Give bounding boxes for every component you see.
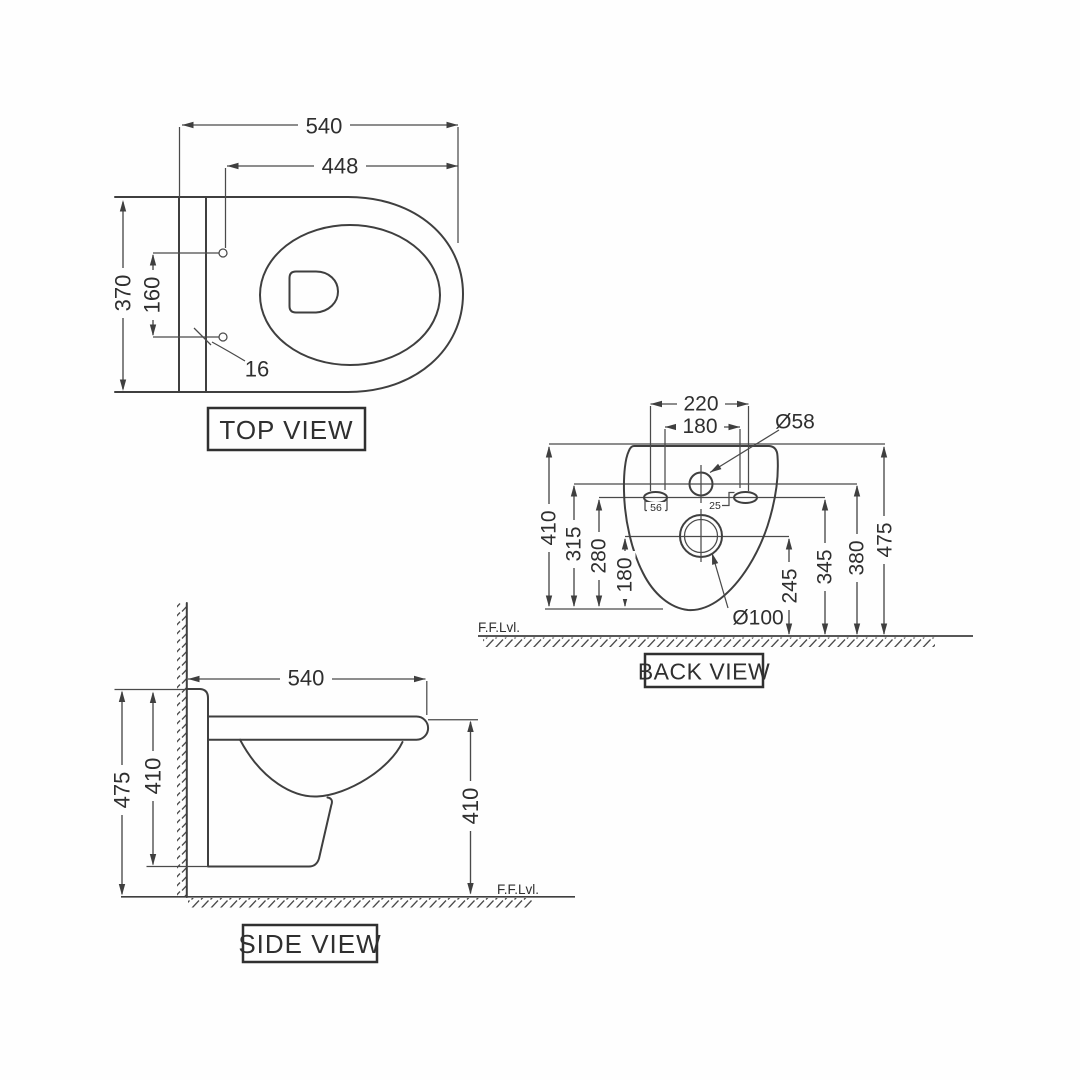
hinge-hole-top <box>218 248 228 258</box>
wall <box>177 602 188 898</box>
wall-hatching <box>177 603 187 897</box>
dim-label: 160 <box>140 277 165 314</box>
top-view-body <box>114 196 464 393</box>
back-view: 56 25 220 180 <box>478 393 973 689</box>
dim-label: 315 <box>563 526 586 561</box>
dim-back-180-top: 180 <box>664 415 741 490</box>
back-view-label: BACK VIEW <box>638 652 770 689</box>
fixing-hole-right: 25 <box>709 491 758 512</box>
dim-label: Ø58 <box>775 411 815 434</box>
side-view-label: SIDE VIEW <box>238 923 381 964</box>
dim-back-180-left: 180 <box>614 538 637 607</box>
dim-top-370: 370 <box>111 200 136 391</box>
dim-back-outlet-dia: Ø100 <box>708 552 784 630</box>
dim-label: 56 <box>650 502 662 514</box>
bowl-outline <box>205 196 464 393</box>
ground-hatching <box>188 898 533 908</box>
dim-label: 448 <box>322 154 359 179</box>
wall-plate-outline <box>178 196 207 393</box>
dim-label: 16 <box>245 357 269 382</box>
view-title: BACK VIEW <box>638 659 770 685</box>
outlet-hole <box>679 509 723 562</box>
hinge-hole-bottom <box>218 332 228 342</box>
dim-label: 410 <box>538 510 561 545</box>
dim-label: 370 <box>111 275 136 312</box>
side-floor: F.F.Lvl. <box>121 882 575 908</box>
dim-back-280: 280 <box>588 499 611 607</box>
dim-label: 180 <box>614 557 637 592</box>
inlet-hole <box>688 465 714 503</box>
dim-top-16-leader: 16 <box>193 327 269 382</box>
dim-top-540: 540 <box>178 114 459 243</box>
side-view-body <box>185 688 430 868</box>
seat-opening <box>259 224 441 366</box>
dim-top-448: 448 <box>224 154 458 248</box>
floor-level-label: F.F.Lvl. <box>497 882 539 897</box>
dim-label: 345 <box>814 549 837 584</box>
dim-label: 180 <box>682 415 717 438</box>
dim-side-410-front: 410 <box>428 719 483 895</box>
dim-back-245: 245 <box>779 538 802 635</box>
dim-top-160: 160 <box>140 252 219 338</box>
dim-side-475: 475 <box>110 688 186 896</box>
dim-side-540: 540 <box>188 666 428 715</box>
dim-back-475: 475 <box>874 446 897 635</box>
dim-back-380: 380 <box>846 485 869 635</box>
flush-opening <box>288 270 339 314</box>
dim-label: 540 <box>288 666 325 691</box>
back-body-outline <box>622 445 779 612</box>
dim-label: 280 <box>588 538 611 573</box>
top-view-label: TOP VIEW <box>206 406 367 452</box>
dim-label: 380 <box>846 540 869 575</box>
dim-back-345: 345 <box>814 499 837 635</box>
seat-slab <box>207 715 430 741</box>
dim-back-315: 315 <box>563 485 586 607</box>
dim-label: 475 <box>874 522 897 557</box>
dim-label: 475 <box>110 772 135 809</box>
top-view: 540 448 370 160 16 <box>111 114 464 452</box>
dim-label: 540 <box>306 114 343 139</box>
dim-back-410: 410 <box>538 446 561 607</box>
dim-label: 410 <box>458 788 483 825</box>
dim-label: 25 <box>709 500 721 512</box>
dim-label: 410 <box>141 758 166 795</box>
back-floor: F.F.Lvl. <box>478 620 973 647</box>
dim-back-inlet-dia: Ø58 <box>708 411 815 476</box>
side-view: 540 475 410 410 F.F.Lvl. <box>110 602 575 964</box>
dim-label: 220 <box>683 393 718 416</box>
dim-label: Ø100 <box>732 607 783 630</box>
bowl-profile <box>239 738 404 798</box>
dim-label: 245 <box>779 568 802 603</box>
dim-side-410-back: 410 <box>141 691 208 868</box>
view-title: SIDE VIEW <box>238 929 381 959</box>
view-title: TOP VIEW <box>219 415 353 445</box>
fixing-hole-left: 56 <box>643 491 668 514</box>
floor-level-label: F.F.Lvl. <box>478 620 520 635</box>
ground-hatching <box>483 637 935 647</box>
